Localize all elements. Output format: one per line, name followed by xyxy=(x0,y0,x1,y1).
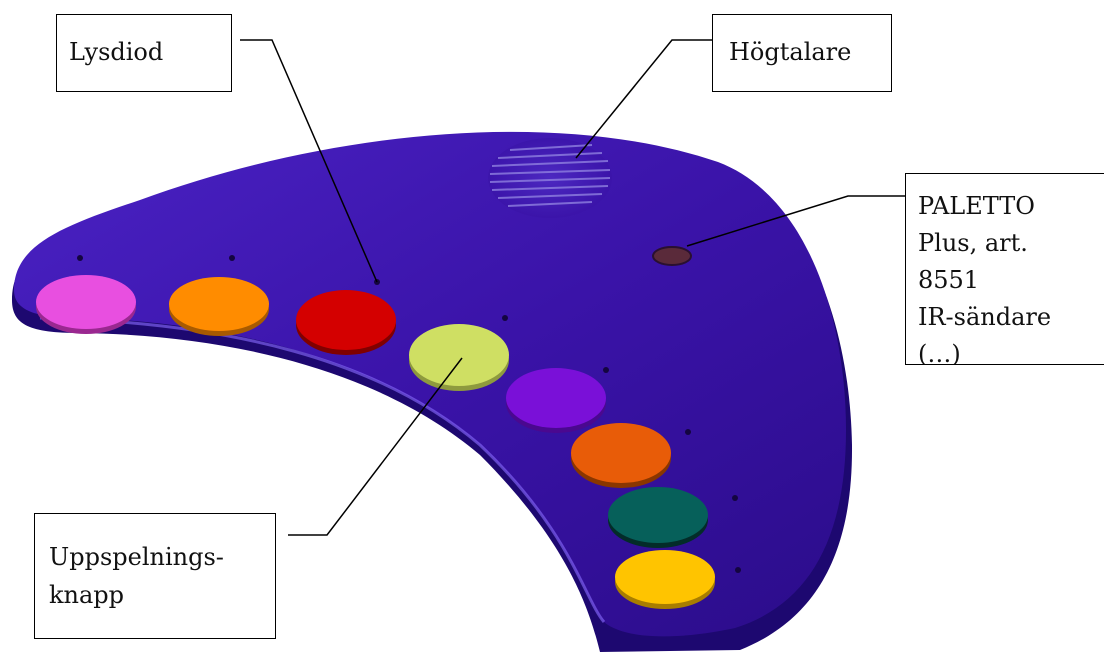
leader-paletto xyxy=(686,195,905,247)
button-orange[interactable] xyxy=(169,277,269,336)
inner-edge-highlight xyxy=(39,316,606,623)
button-lime-playback[interactable] xyxy=(409,324,509,391)
label-paletto-line-2: Plus, art. xyxy=(918,229,1028,257)
leader-lines xyxy=(240,39,905,536)
label-uppspelningsknapp: Uppspelnings- knapp xyxy=(34,513,276,639)
label-hogtalare-text: Högtalare xyxy=(729,38,852,66)
ir-sender xyxy=(652,246,692,266)
button-darkorange[interactable] xyxy=(571,423,671,488)
label-paletto-line-3: 8551 xyxy=(918,266,980,294)
leader-hogtalare xyxy=(575,39,712,159)
leader-lysdiod xyxy=(240,39,378,283)
label-paletto-line-1: PALETTO xyxy=(918,192,1035,220)
label-uppspelningsknapp-line-1: Uppspelnings- xyxy=(49,543,224,571)
label-paletto-line-4: IR-sändare xyxy=(918,303,1052,331)
button-yellow[interactable] xyxy=(615,550,715,609)
led-holes xyxy=(77,255,741,573)
leader-uppspelningsknapp xyxy=(288,357,463,536)
label-paletto: PALETTO Plus, art. 8551 IR-sändare (…) xyxy=(905,173,1104,365)
label-hogtalare: Högtalare xyxy=(712,14,892,92)
label-paletto-line-5: (…) xyxy=(918,340,961,365)
button-red[interactable] xyxy=(296,290,396,355)
label-lysdiod: Lysdiod xyxy=(56,14,232,92)
speaker-grille xyxy=(488,138,612,218)
button-teal[interactable] xyxy=(608,487,708,548)
button-pink[interactable] xyxy=(36,275,136,334)
label-lysdiod-text: Lysdiod xyxy=(69,38,164,66)
label-uppspelningsknapp-line-2: knapp xyxy=(49,581,125,609)
button-purple[interactable] xyxy=(506,368,606,433)
